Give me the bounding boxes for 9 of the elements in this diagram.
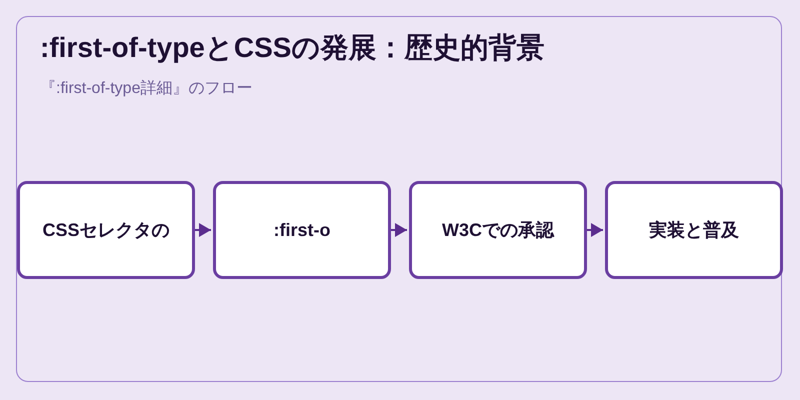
process-box: W3Cでの承認 bbox=[409, 181, 587, 279]
subtitle: 『:first-of-type詳細』のフロー bbox=[40, 79, 252, 99]
arrow bbox=[391, 223, 407, 237]
process-box: CSSセレクタの bbox=[17, 181, 195, 279]
title: :first-of-typeとCSSの発展：歴史的背景 bbox=[40, 31, 544, 65]
arrow bbox=[587, 223, 603, 237]
process-box: :first-o bbox=[213, 181, 391, 279]
arrow bbox=[195, 223, 211, 237]
process-box: 実装と普及 bbox=[605, 181, 783, 279]
